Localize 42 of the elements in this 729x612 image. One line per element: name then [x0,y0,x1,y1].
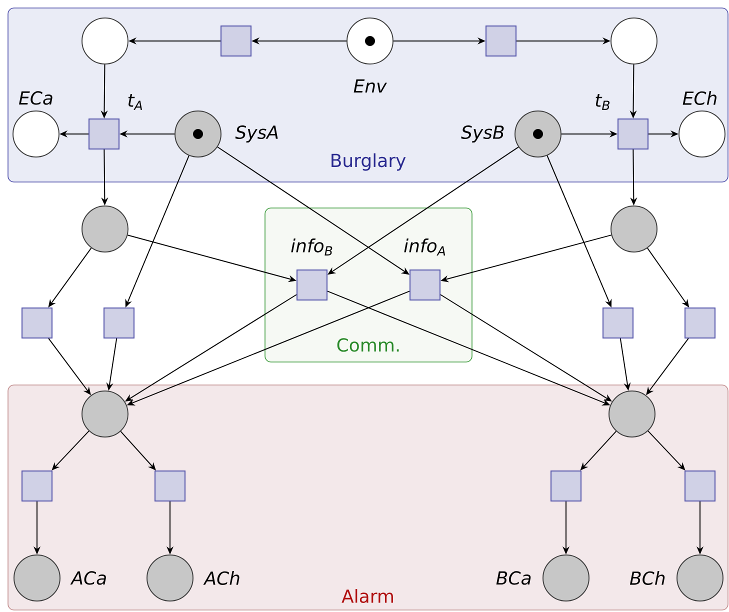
place-label: BCh [630,571,665,585]
transition-box [486,25,516,56]
transition-box [410,270,440,300]
place-circle [610,18,658,64]
place-label: ACh [203,571,240,585]
place-circle [346,18,394,64]
transition-box [684,308,716,338]
transition-box [220,25,252,56]
transition-box [618,118,648,150]
place-label: t$_{B}$ [596,94,610,110]
place-circle [610,206,658,252]
transition-box [154,470,186,502]
transition-box [296,270,328,300]
place-circle [676,554,724,602]
place-circle [82,18,128,64]
place-label: ECa [19,91,52,105]
transition-box [22,470,52,502]
transition-box [602,308,634,338]
transition-box [104,308,134,338]
place-circle [82,206,128,252]
place-circle [678,110,726,158]
place-circle [12,110,60,158]
transition-box [22,308,52,338]
transition-box [550,470,582,502]
place-label: info$_{B}$ [291,238,332,256]
place-label: info$_{A}$ [404,238,446,256]
place-circle [14,554,60,602]
place-circle [174,110,222,158]
transition-box [684,470,716,502]
place-label: ACa [70,571,106,585]
place-circle [82,390,128,438]
place-label: SysA [235,125,278,143]
place-label: t$_{A}$ [128,94,142,110]
place-circle [514,110,562,158]
place-label: SysB [461,125,504,143]
place-label: Env [354,79,387,93]
place-circle [542,554,590,602]
place-circle [608,390,656,438]
place-circle [146,554,194,602]
place-label: BCa [496,571,531,585]
transition-box [88,118,120,150]
place-label: ECh [682,91,716,105]
